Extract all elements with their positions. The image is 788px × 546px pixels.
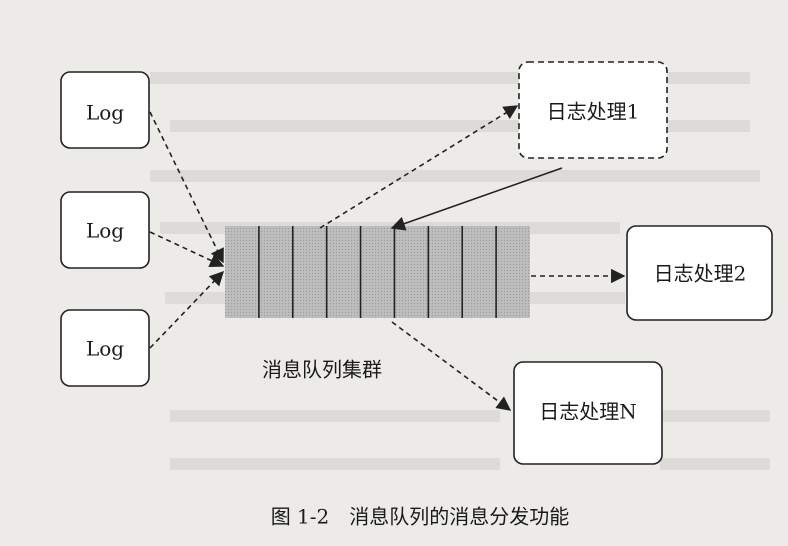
arrow-log1-to-queue: [149, 111, 224, 264]
consumer-3-label: 日志处理N: [539, 400, 637, 424]
consumer-2: 日志处理2: [626, 225, 773, 321]
log-source-2: Log: [60, 191, 150, 269]
arrow-consumer-1-ack: [390, 167, 563, 231]
log-source-2-label: Log: [86, 219, 124, 243]
arrow-log3-to-queue: [149, 270, 224, 349]
dispatch-arrows: [319, 105, 626, 411]
arrow-log2-to-queue: [149, 231, 225, 268]
log-source-1-label: Log: [86, 101, 124, 125]
figure-caption: 图 1-2 消息队列的消息分发功能: [271, 505, 570, 529]
arrow-queue-to-consumer-3: [391, 321, 512, 411]
arrow-queue-to-consumer-1: [319, 105, 519, 229]
message-queue-cluster: 消息队列集群: [225, 226, 530, 382]
queue-body: [225, 226, 530, 318]
consumer-1-label: 日志处理1: [547, 100, 640, 124]
consumer-1: 日志处理1: [518, 61, 668, 159]
log-source-3: Log: [60, 309, 150, 387]
consumer-3: 日志处理N: [513, 361, 663, 465]
log-source-3-label: Log: [86, 337, 124, 361]
consumer-2-label: 日志处理2: [654, 262, 747, 286]
ingest-arrows: [149, 111, 225, 349]
queue-partition-lines: [258, 226, 497, 318]
queue-label: 消息队列集群: [262, 358, 382, 382]
log-source-1: Log: [60, 71, 150, 149]
